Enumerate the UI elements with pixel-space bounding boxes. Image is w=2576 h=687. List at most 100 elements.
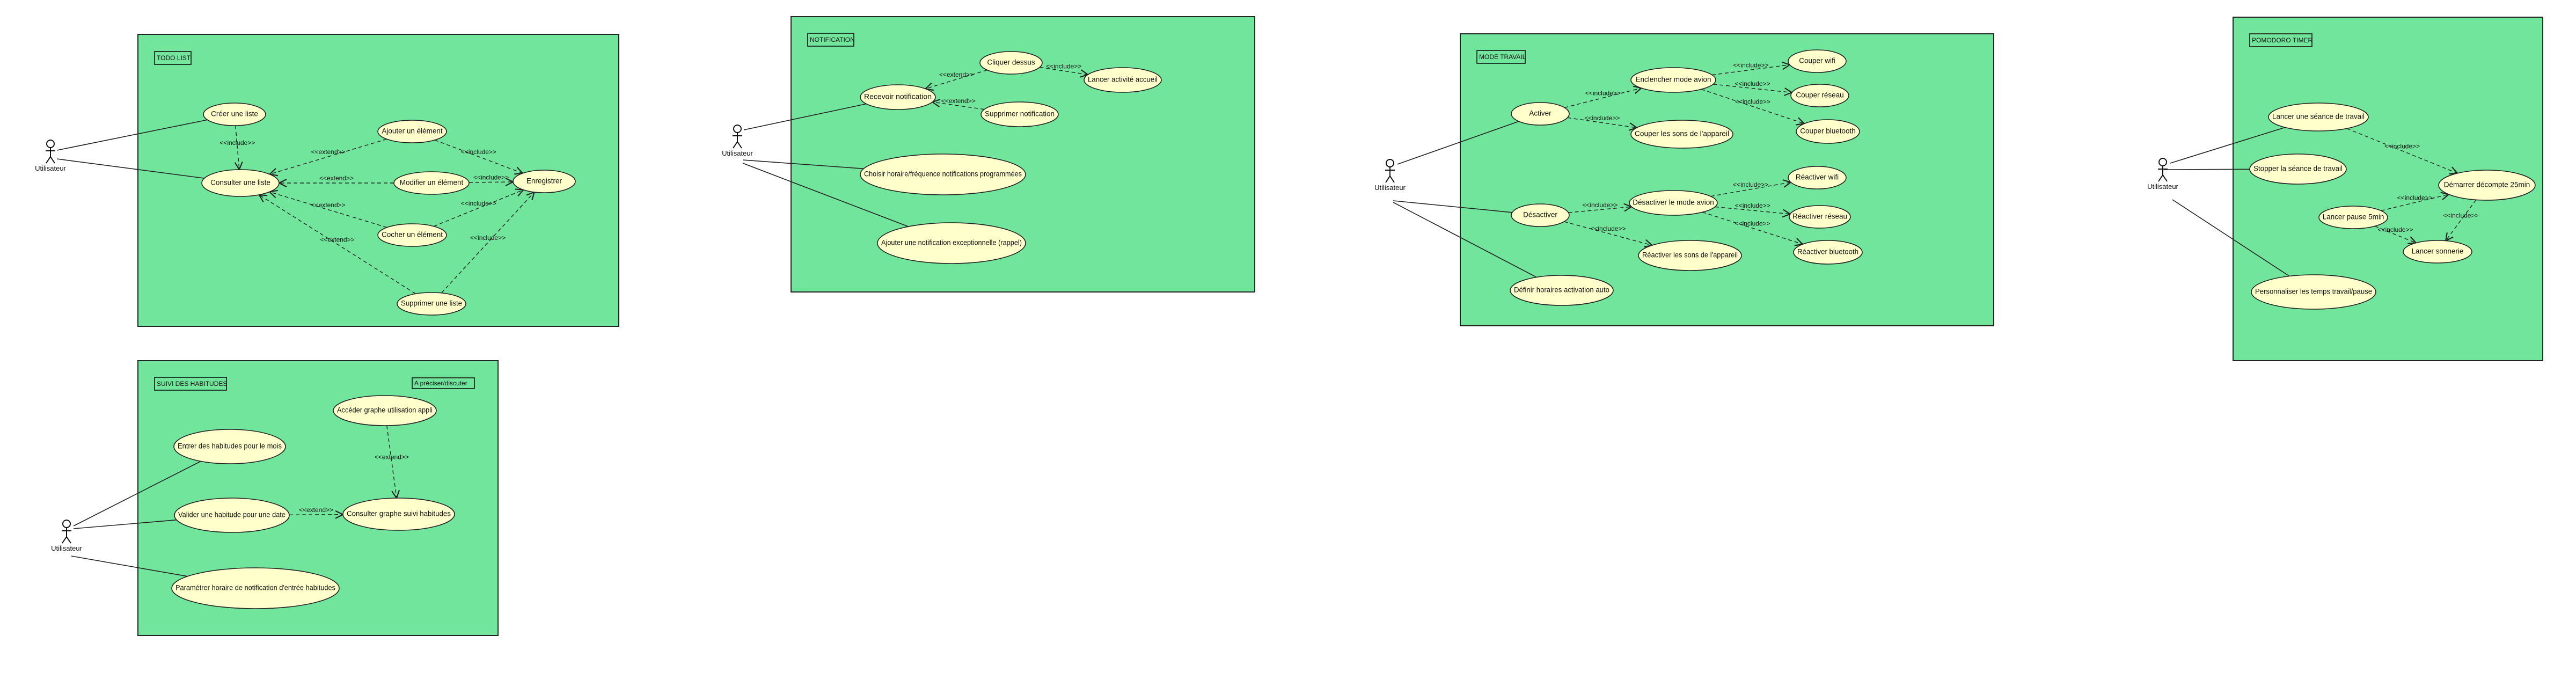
use-case-ellipse[interactable] [877, 222, 1026, 264]
use-case-reactiver-reseau[interactable]: Réactiver réseau [1789, 205, 1851, 229]
use-case-ellipse[interactable] [1630, 120, 1733, 149]
use-case-ellipse[interactable] [393, 171, 470, 195]
use-case-ajouter-notif-exc[interactable]: Ajouter une notification exceptionnelle … [877, 222, 1026, 264]
use-case-ellipse[interactable] [171, 567, 340, 609]
actor-leg-left [62, 536, 67, 544]
use-case-modifier-element[interactable]: Modifier un élément [393, 171, 470, 195]
association-a4-stopper-seance [2163, 169, 2250, 170]
use-case-ellipse[interactable] [173, 429, 286, 464]
use-case-label: Couper wifi [1799, 57, 1835, 65]
use-case-label: Recevoir notification [864, 93, 932, 101]
use-case-reactiver-sons[interactable]: Réactiver les sons de l'appareil [1638, 240, 1742, 271]
use-case-ellipse[interactable] [2268, 103, 2369, 131]
use-case-choisir-horaire[interactable]: Choisir horaire/fréquence notifications … [860, 154, 1026, 195]
use-case-ellipse[interactable] [333, 395, 437, 426]
use-case-desactiver-avion[interactable]: Désactiver le mode avion [1629, 190, 1718, 216]
use-case-ellipse[interactable] [860, 154, 1026, 195]
use-case-enclencher[interactable]: Enclencher mode avion [1630, 67, 1716, 93]
use-case-lancer-sonnerie[interactable]: Lancer sonnerie [2403, 240, 2472, 264]
use-case-enregistrer[interactable]: Enregistrer [513, 170, 576, 193]
use-case-couper-wifi[interactable]: Couper wifi [1788, 49, 1847, 73]
use-case-personnaliser-temps[interactable]: Personnaliser les temps travail/pause [2251, 274, 2376, 310]
use-case-label: Enregistrer [526, 177, 562, 185]
use-case-ellipse[interactable] [1788, 166, 1847, 189]
use-case-ellipse[interactable] [980, 101, 1059, 127]
use-case-couper-sons[interactable]: Couper les sons de l'appareil [1630, 120, 1733, 149]
extend-stereotype-label: <<extend>> [311, 201, 346, 209]
use-case-couper-bt[interactable]: Couper bluetooth [1796, 119, 1860, 144]
use-case-ellipse[interactable] [2251, 274, 2376, 310]
use-case-valider-habitude[interactable]: Valider une habitude pour une date [174, 498, 290, 533]
package-title: POMODORO TIMER [2252, 36, 2312, 44]
use-case-lancer-pause[interactable]: Lancer pause 5min [2318, 206, 2388, 229]
use-case-ellipse[interactable] [203, 103, 266, 126]
use-case-label: Modifier un élément [400, 179, 464, 187]
use-case-ellipse[interactable] [1511, 203, 1570, 227]
use-case-ellipse[interactable] [2403, 240, 2472, 264]
association-a5-valider-habitude [73, 519, 177, 529]
use-case-ellipse[interactable] [174, 498, 290, 533]
use-case-recevoir-notif[interactable]: Recevoir notification [860, 84, 936, 110]
use-case-couper-reseau[interactable]: Couper réseau [1790, 84, 1849, 107]
actor-label: Utilisateur [51, 544, 82, 552]
include-supprimer-liste-to-enregistrer-line [441, 192, 535, 294]
use-case-ellipse[interactable] [1638, 240, 1742, 271]
use-case-ellipse[interactable] [377, 120, 447, 143]
use-case-ellipse[interactable] [1788, 49, 1847, 73]
use-case-ellipse[interactable] [201, 169, 280, 197]
use-case-ellipse[interactable] [2249, 154, 2347, 185]
use-case-ellipse[interactable] [1790, 84, 1849, 107]
use-case-consulter-liste[interactable]: Consulter une liste [201, 169, 280, 197]
use-case-ellipse[interactable] [860, 84, 936, 110]
use-case-lancer-seance[interactable]: Lancer une séance de travail [2268, 103, 2369, 131]
use-case-ellipse[interactable] [1629, 190, 1718, 216]
use-case-ellipse[interactable] [1630, 67, 1716, 93]
use-case-stopper-seance[interactable]: Stopper la séance de travail [2249, 154, 2347, 185]
use-case-activer[interactable]: Activer [1511, 102, 1570, 126]
use-case-ellipse[interactable] [1084, 67, 1162, 93]
association-a3-activer [1397, 121, 1519, 165]
package-title: TODO LIST [157, 54, 191, 62]
use-case-label: Réactiver wifi [1796, 173, 1839, 181]
use-case-entrer-habitudes[interactable]: Entrer des habitudes pour le mois [173, 429, 286, 464]
use-case-ajouter-element[interactable]: Ajouter un élément [377, 120, 447, 143]
use-case-label: Lancer une séance de travail [2272, 113, 2365, 121]
use-case-ellipse[interactable] [1796, 119, 1860, 144]
use-case-ellipse[interactable] [1510, 275, 1614, 306]
use-case-desactiver[interactable]: Désactiver [1511, 203, 1570, 227]
actor-leg-left [1385, 176, 1391, 183]
use-case-supprimer-notif[interactable]: Supprimer notification [980, 101, 1059, 127]
use-case-definir-horaires[interactable]: Définir horaires activation auto [1510, 275, 1614, 306]
use-case-label: Réactiver bluetooth [1797, 248, 1858, 256]
include-desactiver-to-reactiver-sons-line [1564, 221, 1652, 245]
use-case-ellipse[interactable] [513, 170, 576, 193]
use-case-ellipse[interactable] [979, 51, 1043, 75]
use-case-demarrer-decompte[interactable]: Démarrer décompte 25min [2438, 170, 2536, 201]
use-case-ellipse[interactable] [2318, 206, 2388, 229]
use-case-label: Couper bluetooth [1800, 127, 1856, 135]
use-case-acceder-graphe[interactable]: Accéder graphe utilisation appli [333, 395, 437, 426]
use-case-consulter-graphe[interactable]: Consulter graphe suivi habitudes [342, 498, 455, 531]
use-case-label: Consulter graphe suivi habitudes [347, 510, 451, 518]
use-case-supprimer-liste[interactable]: Supprimer une liste [397, 292, 466, 316]
use-case-creer-liste[interactable]: Créer une liste [203, 103, 266, 126]
use-case-cocher-element[interactable]: Cocher un élément [377, 223, 447, 247]
use-case-ellipse[interactable] [1789, 205, 1851, 229]
use-case-reactiver-bt[interactable]: Réactiver bluetooth [1793, 240, 1863, 265]
include-stereotype-label: <<include>> [1585, 89, 1621, 97]
use-case-ellipse[interactable] [1511, 102, 1570, 126]
extend-supprimer-notif-to-recevoir-notif-line [932, 102, 985, 110]
use-case-cliquer-dessus[interactable]: Cliquer dessus [979, 51, 1043, 75]
use-case-lancer-accueil[interactable]: Lancer activité accueil [1084, 67, 1162, 93]
use-case-ellipse[interactable] [377, 223, 447, 247]
use-case-ellipse[interactable] [1793, 240, 1863, 265]
use-case-parametrer-horaire[interactable]: Paramétrer horaire de notification d'ent… [171, 567, 340, 609]
use-case-label: Lancer sonnerie [2412, 247, 2464, 255]
include-stereotype-label: <<include>> [461, 148, 496, 156]
extend-ajouter-element-to-consulter-liste-line [269, 138, 387, 174]
use-case-label: Réactiver les sons de l'appareil [1642, 251, 1738, 259]
use-case-ellipse[interactable] [2438, 170, 2536, 201]
use-case-reactiver-wifi[interactable]: Réactiver wifi [1788, 166, 1847, 189]
use-case-ellipse[interactable] [342, 498, 455, 531]
use-case-ellipse[interactable] [397, 292, 466, 316]
